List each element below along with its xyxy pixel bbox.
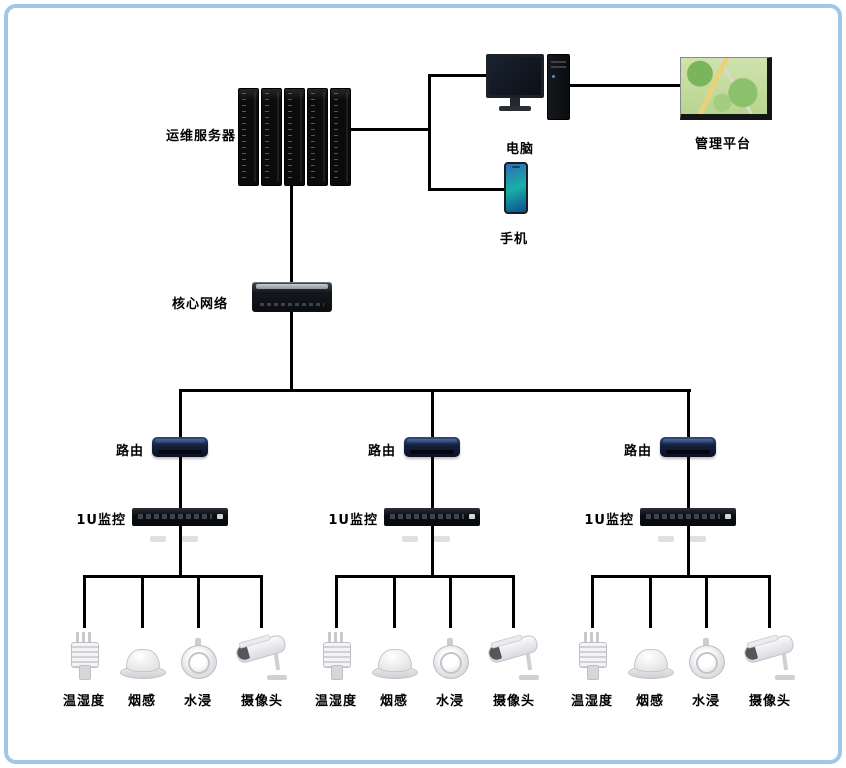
smoke-sensor-icon [110, 622, 174, 680]
camera-icon [482, 622, 546, 680]
device-foot [402, 536, 418, 542]
monitor-1u-label: 1U监控 [584, 513, 634, 528]
connector-line [260, 575, 263, 628]
device-foot [690, 536, 706, 542]
temp-humidity-sensor-icon [52, 622, 116, 680]
connector-line [687, 526, 690, 575]
sensor-label: 温湿度 [314, 694, 357, 709]
device-group: 路由 1U监控 温湿度 烟感 水浸 摄像头 [302, 390, 562, 725]
core-network-icon [252, 282, 332, 312]
connector-line [687, 457, 690, 508]
sensor-label: 烟感 [379, 694, 408, 709]
connector-line [649, 575, 652, 628]
connector-line [687, 390, 690, 437]
rack-tower [307, 88, 328, 186]
rack-tower [284, 88, 305, 186]
connector-line [335, 575, 515, 578]
sensor-label: 摄像头 [240, 694, 283, 709]
connector-line [141, 575, 144, 628]
smoke-sensor-icon [362, 622, 426, 680]
connector-line [591, 575, 594, 628]
monitor-1u-icon [640, 508, 736, 526]
connector-line [431, 74, 487, 77]
phone-icon [504, 162, 528, 214]
monitor-1u-label: 1U监控 [76, 513, 126, 528]
monitor-1u-icon [384, 508, 480, 526]
device-foot [658, 536, 674, 542]
router-icon [152, 437, 208, 457]
water-sensor-icon [418, 622, 482, 680]
sensor-label: 烟感 [635, 694, 664, 709]
connector-line [591, 575, 771, 578]
connector-line [431, 188, 505, 191]
connector-line [179, 457, 182, 508]
rack-tower [261, 88, 282, 186]
temp-humidity-sensor-icon [560, 622, 624, 680]
sensor-label: 温湿度 [570, 694, 613, 709]
sensor-label: 摄像头 [492, 694, 535, 709]
sensor-label: 水浸 [435, 694, 464, 709]
connector-line [197, 575, 200, 628]
computer-icon [486, 54, 570, 120]
connector-line [431, 457, 434, 508]
router-label: 路由 [367, 444, 396, 459]
monitor-1u-icon [132, 508, 228, 526]
monitor-base [499, 106, 531, 111]
connector-line [705, 575, 708, 628]
connector-line [290, 184, 293, 282]
device-group: 路由 1U监控 温湿度 烟感 水浸 摄像头 [50, 390, 310, 725]
water-sensor-icon [674, 622, 738, 680]
connector-line [179, 390, 182, 437]
router-label: 路由 [623, 444, 652, 459]
connector-line [83, 575, 86, 628]
connector-line [179, 526, 182, 575]
sensor-label: 温湿度 [62, 694, 105, 709]
smoke-sensor-icon [618, 622, 682, 680]
router-icon [660, 437, 716, 457]
camera-icon [230, 622, 294, 680]
connector-line [566, 84, 680, 87]
sensor-label: 水浸 [183, 694, 212, 709]
server-label: 运维服务器 [166, 129, 237, 144]
pc-tower-icon [547, 54, 570, 120]
platform-label: 管理平台 [694, 137, 751, 152]
connector-line [290, 310, 293, 390]
connector-line [335, 575, 338, 628]
connector-line [393, 575, 396, 628]
device-foot [434, 536, 450, 542]
router-icon [404, 437, 460, 457]
core-label: 核心网络 [171, 297, 228, 312]
sensor-label: 烟感 [127, 694, 156, 709]
water-sensor-icon [166, 622, 230, 680]
monitor-screen [486, 54, 544, 98]
connector-line [83, 575, 263, 578]
computer-label: 电脑 [505, 142, 534, 157]
connector-line [512, 575, 515, 628]
sensor-label: 摄像头 [748, 694, 791, 709]
rack-tower [238, 88, 259, 186]
connector-line [768, 575, 771, 628]
rack-tower [330, 88, 351, 186]
monitor-stand [510, 98, 520, 106]
connector-line [428, 74, 431, 191]
router-label: 路由 [115, 444, 144, 459]
map-platform-icon [680, 57, 772, 120]
sensor-label: 水浸 [691, 694, 720, 709]
device-foot [150, 536, 166, 542]
monitor-icon [486, 54, 544, 111]
connector-line [431, 390, 434, 437]
temp-humidity-sensor-icon [304, 622, 368, 680]
camera-icon [738, 622, 802, 680]
connector-line [449, 575, 452, 628]
connector-line [179, 389, 691, 392]
server-rack-icon [238, 88, 351, 186]
connector-line [431, 526, 434, 575]
phone-label: 手机 [499, 232, 528, 247]
monitor-1u-label: 1U监控 [328, 513, 378, 528]
device-foot [182, 536, 198, 542]
connector-line [345, 128, 430, 131]
device-group: 路由 1U监控 温湿度 烟感 水浸 摄像头 [558, 390, 818, 725]
